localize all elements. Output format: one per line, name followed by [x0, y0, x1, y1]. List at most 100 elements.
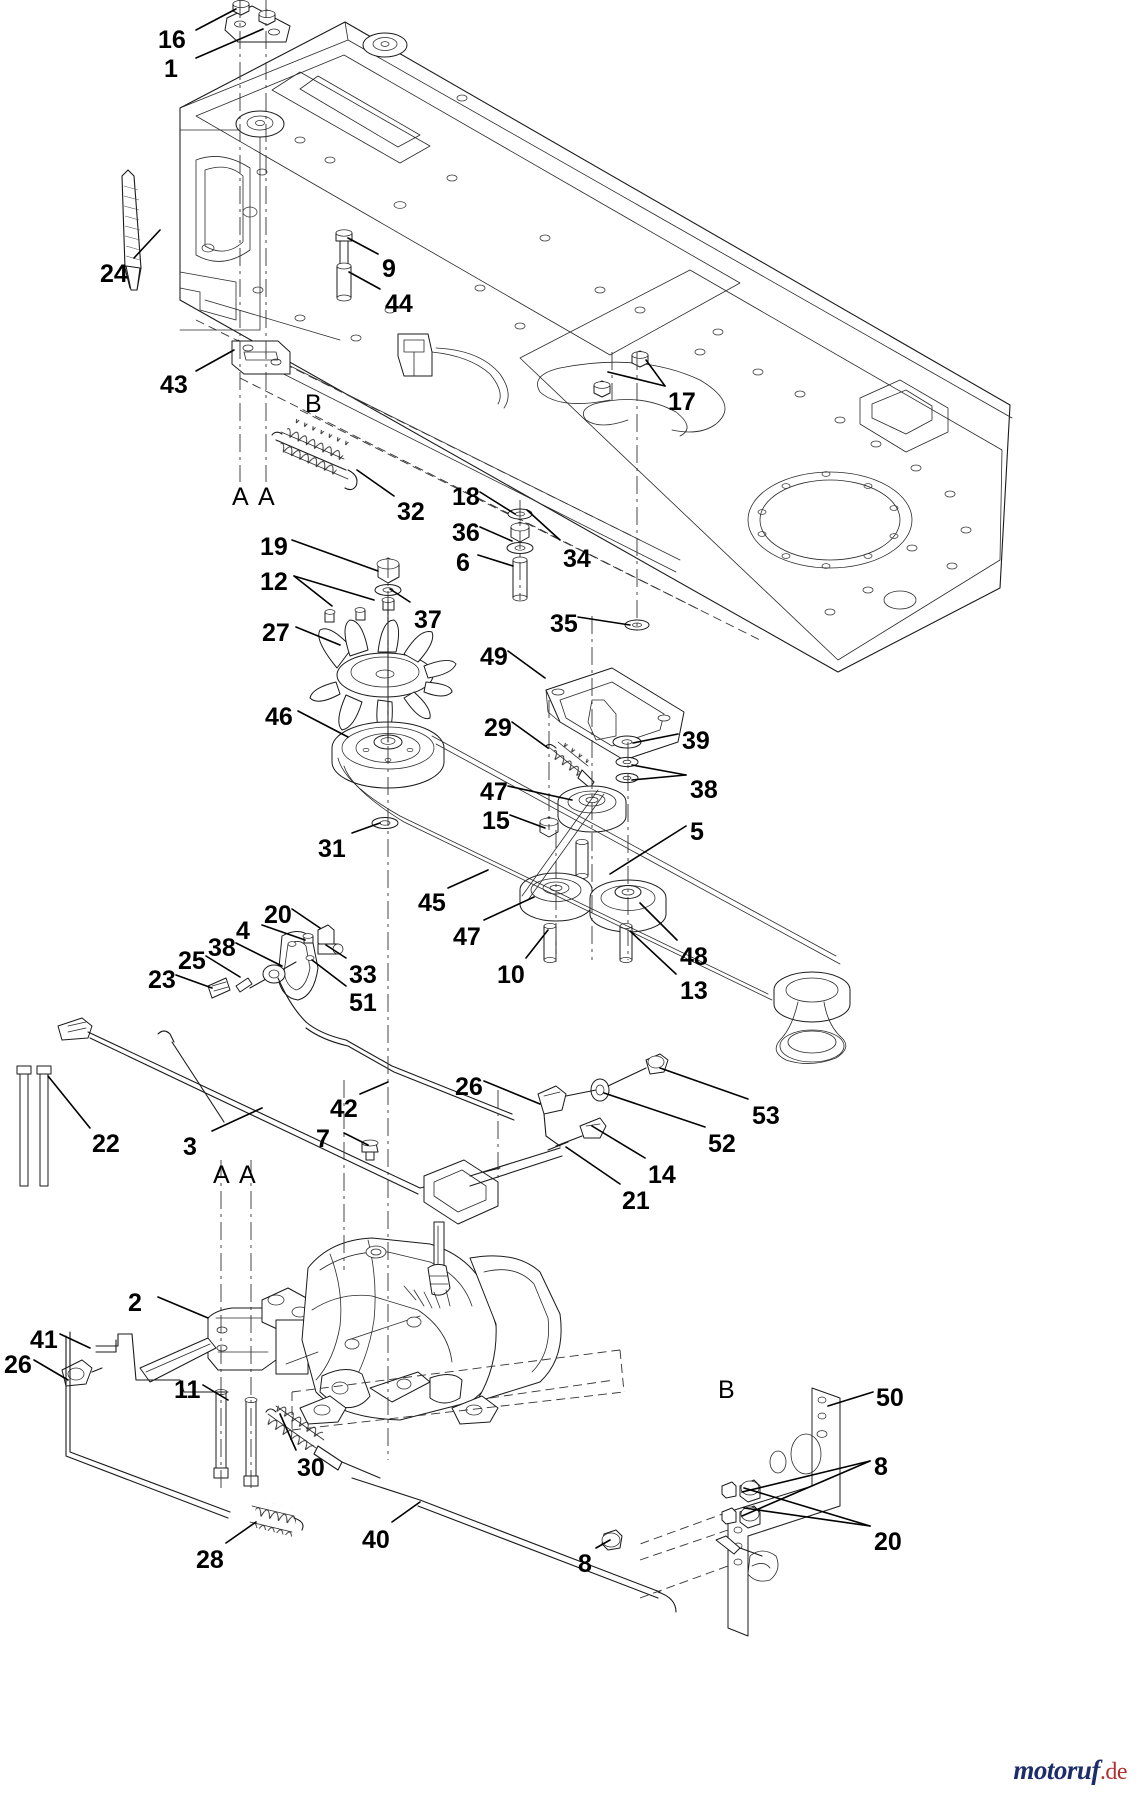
leader-line-22 — [47, 1075, 91, 1129]
part-28-spring — [65, 1331, 304, 1537]
leader-line-17 — [607, 371, 666, 387]
leader-line-15 — [509, 814, 546, 829]
callout-number-20: 20 — [264, 901, 292, 929]
leader-line-32 — [356, 469, 395, 497]
callout-number-6: 6 — [456, 549, 470, 577]
watermark-text: motoruf — [1013, 1755, 1100, 1785]
leader-line-9 — [347, 237, 379, 255]
callout-number-1: 1 — [164, 55, 178, 83]
part-22-rods — [16, 1065, 52, 1187]
callout-number-5: 5 — [690, 818, 704, 846]
part-17-nuts — [593, 350, 649, 398]
callout-number-50: 50 — [876, 1384, 904, 1412]
callout-number-48: 48 — [680, 943, 708, 971]
section-mark-a-sm1: A — [232, 483, 249, 511]
leader-line-11 — [202, 1384, 229, 1401]
callout-number-17: 17 — [668, 388, 696, 416]
callout-number-53: 53 — [752, 1102, 780, 1130]
leader-line-45 — [447, 869, 489, 889]
callout-number-10: 10 — [497, 961, 525, 989]
callout-number-27: 27 — [262, 619, 290, 647]
part-27-fan — [309, 619, 457, 737]
leader-line-39 — [632, 733, 679, 744]
callout-number-9: 9 — [382, 255, 396, 283]
callout-number-36: 36 — [452, 519, 480, 547]
assembly-axis-lines — [220, 0, 638, 1490]
leader-line-53 — [659, 1067, 749, 1100]
leader-line-43 — [195, 349, 235, 372]
leader-line-10 — [525, 929, 549, 959]
leader-line-37 — [389, 588, 411, 603]
section-mark-a-sm4: A — [213, 1161, 230, 1189]
leader-line-29 — [511, 721, 549, 749]
part-50-bracket — [601, 1387, 841, 1637]
leader-line-3 — [211, 1107, 263, 1132]
callout-number-3: 3 — [183, 1133, 197, 1161]
part-24-screw — [121, 169, 142, 291]
callout-number-16: 16 — [158, 26, 186, 54]
leader-line-49 — [507, 650, 546, 679]
callout-number-19: 19 — [260, 533, 288, 561]
leader-line-23 — [175, 974, 213, 989]
leader-line-18 — [479, 491, 516, 515]
leader-line-2 — [157, 1296, 209, 1319]
callout-number-43: 43 — [160, 371, 188, 399]
callout-number-28: 28 — [196, 1546, 224, 1574]
leader-line-47 — [507, 785, 573, 801]
part-40-rod — [351, 1477, 677, 1613]
leader-line-52 — [603, 1092, 706, 1128]
callout-number-12: 12 — [260, 568, 288, 596]
leader-line-34 — [526, 509, 561, 541]
left-linkage-assembly — [207, 924, 515, 1121]
transmission-assembly — [139, 1147, 625, 1431]
callout-number-44: 44 — [385, 290, 413, 318]
leader-line-46 — [297, 710, 349, 738]
callout-leader-lines — [33, 8, 874, 1549]
callout-number-47: 47 — [480, 778, 508, 806]
callout-number-22: 22 — [92, 1130, 120, 1158]
part-32-spring — [271, 417, 358, 491]
leader-line-14 — [591, 1125, 646, 1159]
leader-line-51 — [311, 959, 347, 987]
leader-line-5 — [609, 825, 687, 875]
callout-number-39: 39 — [682, 727, 710, 755]
callout-number-49: 49 — [480, 643, 508, 671]
leader-line-28 — [225, 1521, 257, 1544]
leader-line-35 — [577, 616, 631, 626]
section-mark-a-sm2: A — [258, 483, 275, 511]
callout-number-34: 34 — [563, 545, 591, 573]
leader-line-26 — [33, 1359, 69, 1381]
section-mark-b-sm6: B — [718, 1376, 735, 1404]
callout-number-4: 4 — [236, 917, 250, 945]
right-linkage — [537, 1053, 669, 1151]
callout-number-42: 42 — [330, 1095, 358, 1123]
part-44-spacer — [336, 262, 352, 302]
callout-number-26: 26 — [455, 1073, 483, 1101]
leader-line-6 — [477, 554, 514, 567]
callout-number-31: 31 — [318, 835, 346, 863]
callout-number-29: 29 — [484, 714, 512, 742]
leader-line-41 — [59, 1333, 91, 1349]
leader-line-25 — [205, 955, 241, 978]
part-5-bolt — [575, 839, 589, 879]
callout-number-51: 51 — [349, 989, 377, 1017]
leader-line-8 — [741, 1460, 871, 1493]
callout-number-32: 32 — [397, 498, 425, 526]
leader-line-13 — [629, 930, 677, 975]
leader-line-48 — [639, 902, 678, 941]
callout-number-20: 20 — [874, 1528, 902, 1556]
leader-line-7 — [343, 1132, 369, 1146]
leader-line-33 — [325, 944, 347, 959]
part-29-spring-rod — [545, 740, 595, 789]
part-9-bolt — [335, 229, 353, 265]
part-30-spring — [262, 1400, 381, 1479]
callout-number-41: 41 — [30, 1326, 58, 1354]
callout-number-38: 38 — [690, 776, 718, 804]
callout-number-23: 23 — [148, 966, 176, 994]
part-11-bolts — [213, 1389, 259, 1487]
callout-number-11: 11 — [174, 1376, 201, 1404]
leader-line-24 — [133, 229, 161, 259]
part-3-rod — [57, 1017, 501, 1195]
callout-number-35: 35 — [550, 610, 578, 638]
